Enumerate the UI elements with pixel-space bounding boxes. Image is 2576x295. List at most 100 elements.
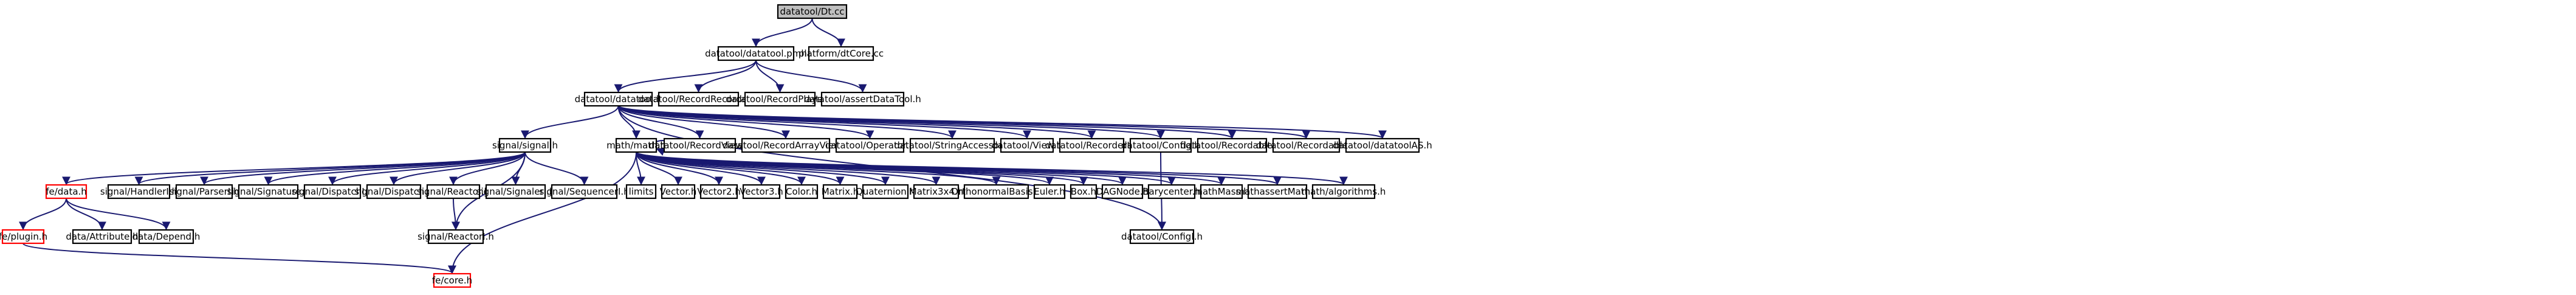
graph-node[interactable]: fe/data.h [45, 184, 88, 200]
graph-node[interactable]: mathassertMath.h [1235, 184, 1319, 200]
node-label: signal/SequencerI.h [539, 186, 629, 197]
file-box [913, 184, 960, 200]
graph-node[interactable]: Vector2.h [697, 184, 741, 200]
graph-node[interactable]: fe/plugin.h [0, 229, 47, 245]
graph-node[interactable]: signal/ReactorI.h [417, 229, 494, 245]
file-box [238, 184, 299, 200]
file-box [658, 91, 740, 107]
graph-node[interactable]: math/algorithms.h [1302, 184, 1386, 200]
node-label: OrthonormalBasis.h [951, 186, 1042, 197]
file-box [138, 229, 194, 245]
missing-file-box [45, 184, 88, 200]
graph-node[interactable]: signal/Signature.h [227, 184, 310, 200]
graph-node[interactable]: datatool/RecordPlayer.h [726, 91, 834, 107]
graph-node[interactable]: Matrix.h [822, 184, 859, 200]
graph-node[interactable]: datatool/datatool.pmh [705, 46, 807, 61]
graph-node[interactable]: signal/Dispatch.h [354, 184, 433, 200]
graph-node[interactable]: math/math.h [606, 137, 666, 153]
node-label: DAGNode.h [1096, 186, 1149, 197]
include-edge [19, 198, 67, 231]
include-edge [636, 151, 723, 186]
file-box [699, 184, 738, 200]
graph-node[interactable]: datatool/datatoolAS.h [1333, 137, 1432, 153]
node-label: fe/plugin.h [0, 231, 47, 242]
node-label: datatool/Dt.cc [780, 6, 845, 17]
file-box [1129, 229, 1195, 245]
include-edge [617, 105, 790, 139]
graph-node[interactable]: Euler.h [1033, 184, 1066, 200]
include-edge [636, 151, 1348, 186]
include-edge [200, 151, 526, 186]
graph-node[interactable]: datatool/Recordable.h [1256, 137, 1356, 153]
graph-node[interactable]: datatool/RecordArrayView.h [723, 137, 849, 153]
graph-node[interactable]: signal/SequencerI.h [539, 184, 630, 200]
node-label: datatool/Recordable.h [1256, 140, 1356, 151]
include-edge [752, 18, 813, 47]
graph-node[interactable]: mathMass.h [1194, 184, 1249, 200]
node-label: datatool/RecordRecorder.h [638, 94, 759, 105]
graph-node[interactable]: Vector3.h [740, 184, 783, 200]
graph-node[interactable]: datatool/datatool.h [575, 91, 662, 107]
file-box [551, 184, 618, 200]
graph-node[interactable]: limits [625, 184, 657, 200]
file-box [175, 184, 233, 200]
edge-layer [19, 18, 1387, 274]
graph-node[interactable]: Vector.h [660, 184, 697, 200]
node-label: math/algorithms.h [1302, 186, 1386, 197]
node-label: datatool/datatoolAS.h [1333, 140, 1432, 151]
graph-node[interactable]: datatool/RecorderI.h [1045, 137, 1138, 153]
include-edge [264, 151, 526, 186]
include-edge [134, 151, 526, 186]
graph-node[interactable]: datatool/RecordView.h [649, 137, 751, 153]
node-label: Vector.h [660, 186, 697, 197]
file-box [862, 184, 909, 200]
graph-node[interactable]: datatool/ConfigI.h [1121, 229, 1203, 245]
file-box [963, 184, 1029, 200]
graph-node[interactable]: Matrix3x4.h [909, 184, 963, 200]
file-box [1059, 137, 1125, 153]
graph-node[interactable]: datatool/Config.h [1121, 137, 1200, 153]
graph-node[interactable]: Barycenter.h [1142, 184, 1201, 200]
node-label: Color.h [786, 186, 817, 197]
graph-node[interactable]: signal/DispatchI.h [292, 184, 373, 200]
node-label: signal/Reactor.h [417, 186, 490, 197]
graph-node[interactable]: datatool/View.h [992, 137, 1062, 153]
graph-node[interactable]: Box.h [1070, 184, 1097, 200]
graph-node[interactable]: datatool/Operator.h [825, 137, 915, 153]
graph-node[interactable]: datatool/RecordableI.h [1181, 137, 1284, 153]
node-label: datatool/RecorderI.h [1045, 140, 1138, 151]
include-edge [636, 151, 682, 186]
graph-node[interactable]: datatool/RecordRecorder.h [638, 91, 759, 107]
node-label: data/Depend.h [132, 231, 201, 242]
node-label: Vector3.h [740, 186, 783, 197]
graph-node[interactable]: platform/dtCore.cc [799, 46, 884, 61]
graph-node[interactable]: DAGNode.h [1096, 184, 1149, 200]
graph-node[interactable]: datatool/StringAccessor.h [894, 137, 1011, 153]
node-label: signal/Dispatch.h [354, 186, 433, 197]
graph-node[interactable]: signal/Reactor.h [417, 184, 490, 200]
file-box [661, 184, 696, 200]
graph-node[interactable]: Quaternion.h [856, 184, 915, 200]
graph-node[interactable]: signal/signal.h [492, 137, 558, 153]
include-edge [390, 151, 526, 186]
node-label: Barycenter.h [1142, 186, 1201, 197]
file-box [1200, 184, 1243, 200]
graph-node[interactable]: Color.h [785, 184, 819, 200]
file-box [1247, 184, 1308, 200]
graph-node[interactable]: signal/SignalerI.h [476, 184, 555, 200]
graph-node[interactable]: signal/ParserI.h [169, 184, 239, 200]
file-box [498, 137, 552, 153]
file-box [107, 184, 171, 200]
missing-file-box [433, 272, 472, 288]
graph-node[interactable]: data/Depend.h [132, 229, 201, 245]
file-box [366, 184, 422, 200]
graph-node[interactable]: OrthonormalBasis.h [951, 184, 1042, 200]
file-box [820, 91, 905, 107]
graph-node[interactable]: datatool/assertDataTool.h [804, 91, 921, 107]
graph-node[interactable]: fe/core.h [432, 272, 472, 288]
graph-node[interactable]: data/Attribute.h [66, 229, 139, 245]
include-edge [449, 151, 526, 186]
graph-node[interactable]: signal/HandlerI.h [100, 184, 177, 200]
include-edge [617, 105, 1387, 139]
